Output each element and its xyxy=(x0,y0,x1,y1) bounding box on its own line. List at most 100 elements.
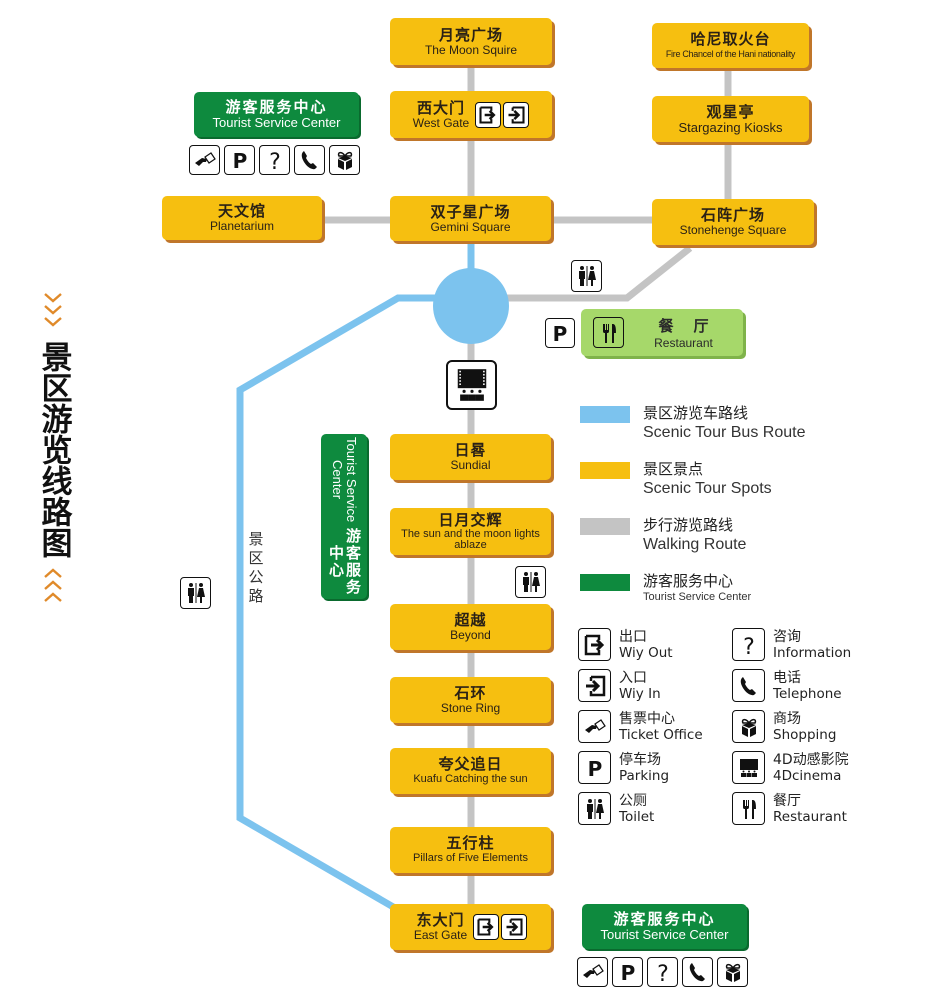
telephone-icon xyxy=(294,145,325,175)
spot-stargazing-kiosks[interactable]: 观星亭 Stargazing Kiosks xyxy=(652,96,809,142)
key-en: Telephone xyxy=(773,685,842,702)
svg-text:?: ? xyxy=(743,635,755,657)
key-en: Toilet xyxy=(619,808,655,825)
spot-zh: 东大门 xyxy=(416,911,465,929)
spot-east-gate[interactable]: 东大门 East Gate xyxy=(390,904,551,950)
exit-icon xyxy=(578,628,611,661)
spot-beyond[interactable]: 超越 Beyond xyxy=(390,604,551,650)
spot-zh: 日晷 xyxy=(454,441,487,459)
scenic-road-label: 景区公路 xyxy=(248,530,264,605)
spot-pillars[interactable]: 五行柱 Pillars of Five Elements xyxy=(390,827,551,873)
key-zh: 出口 xyxy=(619,628,647,645)
svg-text:P: P xyxy=(587,757,602,780)
information-icon: ? xyxy=(732,628,765,661)
service-center-bottom[interactable]: 游客服务中心 Tourist Service Center xyxy=(582,904,747,949)
key-en: Information xyxy=(773,644,852,661)
spot-en: Kuafu Catching the sun xyxy=(413,773,528,785)
legend-en: Tourist Service Center xyxy=(643,591,752,603)
bus-hub-roundabout xyxy=(433,268,509,344)
svg-text:?: ? xyxy=(269,150,281,172)
spot-west-gate[interactable]: 西大门 West Gate xyxy=(390,91,552,138)
legend-swatch xyxy=(580,574,630,591)
parking-icon: P xyxy=(545,318,575,348)
walk-hub-stonehenge xyxy=(505,245,693,302)
restaurant-en: Restaurant xyxy=(654,336,713,350)
exit-icon xyxy=(475,101,502,128)
entrance-icon xyxy=(503,101,530,128)
map-title-text: 景区游览线路图 xyxy=(35,341,72,558)
key-en: 4Dcinema xyxy=(773,767,842,784)
svg-text:P: P xyxy=(620,961,635,984)
spot-en: Stargazing Kiosks xyxy=(678,120,783,135)
bus-routes xyxy=(236,242,509,912)
spot-en: Sundial xyxy=(450,458,491,472)
restaurant-icon xyxy=(732,792,765,825)
spot-zh: 五行柱 xyxy=(446,834,495,852)
legend-swatch xyxy=(580,518,630,535)
spot-zh: 夸父追日 xyxy=(438,755,503,773)
key-zh: 餐厅 xyxy=(773,792,801,809)
spot-zh: 石阵广场 xyxy=(700,206,765,224)
spot-en: Planetarium xyxy=(209,219,275,233)
service-en: Tourist Service Center xyxy=(212,115,341,130)
spot-en: Stone Ring xyxy=(440,701,501,715)
spot-stonehenge-square[interactable]: 石阵广场 Stonehenge Square xyxy=(652,199,814,245)
map-title: 景区游览线路图 xyxy=(35,292,72,607)
information-icon: ? xyxy=(259,145,290,175)
spot-sun-and-moon[interactable]: 日月交辉 The sun and the moon lights ablaze xyxy=(390,508,551,555)
information-icon: ? xyxy=(647,957,678,987)
entrance-icon xyxy=(501,914,528,940)
gift-icon xyxy=(732,710,765,743)
key-zh: 入口 xyxy=(619,669,647,686)
spot-en: Beyond xyxy=(450,628,491,642)
key-zh: 4D动感影院 xyxy=(773,751,849,768)
legend-zh: 游客服务中心 xyxy=(643,572,734,590)
service-center-top[interactable]: 游客服务中心 Tourist Service Center xyxy=(194,92,359,137)
spot-en: East Gate xyxy=(413,928,468,942)
legend-zh: 景区景点 xyxy=(643,460,704,478)
spot-planetarium[interactable]: 天文馆 Planetarium xyxy=(162,196,322,240)
key-en: Restaurant xyxy=(773,808,847,825)
service-center-mid[interactable]: Tourist Service Center 游客服务中心 xyxy=(321,434,367,599)
svg-text:P: P xyxy=(553,322,568,345)
spot-fire-chancel[interactable]: 哈尼取火台 Fire Chancel of the Hani nationali… xyxy=(652,23,809,68)
spot-gemini-square[interactable]: 双子星广场 Gemini Square xyxy=(390,196,551,241)
service-en: Tourist Service Center xyxy=(330,437,359,523)
spot-sundial[interactable]: 日晷 Sundial xyxy=(390,434,551,480)
gift-icon xyxy=(717,957,748,987)
spot-stone-ring[interactable]: 石环 Stone Ring xyxy=(390,677,551,723)
chevrons-down-icon xyxy=(35,292,71,331)
walking-routes xyxy=(322,65,732,905)
cinema-icon[interactable] xyxy=(446,360,497,410)
service-en: Tourist Service Center xyxy=(600,927,729,942)
chevrons-up-icon xyxy=(35,568,71,607)
spot-moon-square[interactable]: 月亮广场 The Moon Squire xyxy=(390,18,552,65)
service-top-facilities: P ? xyxy=(189,145,360,175)
legend-swatch xyxy=(580,462,630,479)
key-en: Parking xyxy=(619,767,670,784)
legend-zh: 步行游览路线 xyxy=(643,516,734,534)
spot-zh: 超越 xyxy=(454,611,487,629)
spot-zh: 双子星广场 xyxy=(430,202,511,221)
service-zh: 游客服务中心 xyxy=(327,528,362,597)
key-zh: 停车场 xyxy=(619,751,661,768)
spot-kuafu[interactable]: 夸父追日 Kuafu Catching the sun xyxy=(390,748,551,794)
spot-zh: 西大门 xyxy=(416,98,465,117)
ticket-icon xyxy=(577,957,608,987)
key-en: Shopping xyxy=(773,726,837,743)
spot-en: Stonehenge Square xyxy=(679,223,787,237)
restaurant-sign[interactable]: 餐厅 Restaurant xyxy=(581,309,743,356)
telephone-icon xyxy=(682,957,713,987)
key-en: Wiy Out xyxy=(619,644,673,661)
key-zh: 电话 xyxy=(773,669,801,686)
